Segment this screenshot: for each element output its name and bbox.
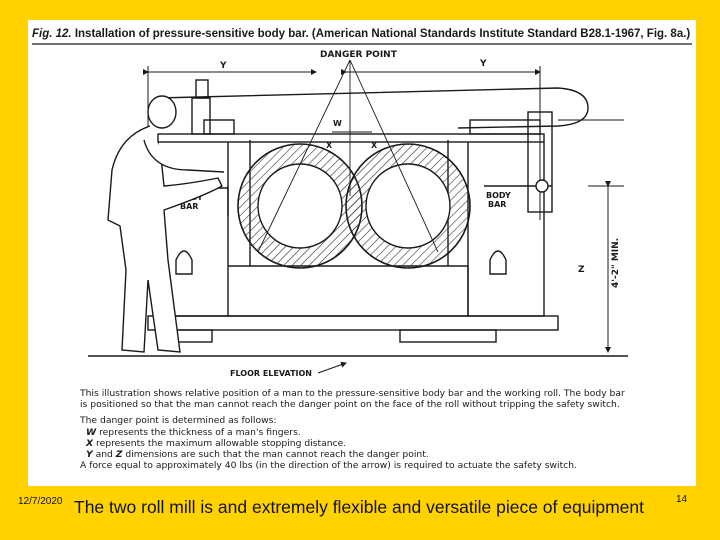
caption-force-line: A force equal to approximately 40 lbs (i… xyxy=(80,460,577,472)
w-label: W xyxy=(333,119,342,128)
working-rolls xyxy=(237,143,471,269)
w-text: represents the thickness of a man's fing… xyxy=(99,426,301,438)
slide-footer-text: The two roll mill is and extremely flexi… xyxy=(74,497,644,517)
caption-para1-line1: This illustration shows relative positio… xyxy=(80,388,625,399)
danger-point-lines xyxy=(257,59,439,253)
figure-caption: This illustration shows relative positio… xyxy=(80,388,680,471)
z-dimension xyxy=(558,119,624,353)
page-number: 14 xyxy=(676,494,688,505)
scanned-figure-page: Fig. 12. Installation of pressure-sensit… xyxy=(28,20,696,486)
caption-para1-line2: is positioned so that the man cannot rea… xyxy=(80,399,620,411)
caption-w-line: W represents the thickness of a man's fi… xyxy=(80,427,680,438)
figure-title: Fig. 12. Installation of pressure-sensit… xyxy=(32,28,692,40)
caption-x-line: X represents the maximum allowable stopp… xyxy=(80,438,680,449)
y-label-left: Y xyxy=(219,61,227,71)
footer-date: 12/7/2020 xyxy=(18,496,63,507)
y-label-right: Y xyxy=(479,59,487,69)
w-var: W xyxy=(86,426,97,438)
two-roll-mill-drawing: Y Y DANGER POINT xyxy=(32,43,692,378)
danger-point-label: DANGER POINT xyxy=(320,50,398,60)
z-label: Z xyxy=(578,265,585,275)
yz-text: dimensions are such that the man cannot … xyxy=(125,449,429,461)
operator-figure xyxy=(107,95,225,353)
y-var: Y xyxy=(86,449,93,461)
caption-yz-line: Y and Z dimensions are such that the man… xyxy=(80,449,680,460)
figure-title-text: Installation of pressure-sensitive body … xyxy=(74,28,691,40)
x-label-right: X xyxy=(371,141,378,150)
z-var: Z xyxy=(115,449,123,461)
min-height-label: 4'-2" MIN. xyxy=(611,238,621,288)
x-label-left: X xyxy=(326,141,333,150)
body-bar-right-line2: BAR xyxy=(488,200,506,209)
floor-elevation-label: FLOOR ELEVATION xyxy=(230,369,312,378)
x-var: X xyxy=(86,437,94,449)
body-bar-right-line1: BODY xyxy=(486,191,511,200)
body-bar-left-line2: BAR xyxy=(180,202,198,211)
x-text: represents the maximum allowable stoppin… xyxy=(96,437,347,449)
figure-number: Fig. 12. xyxy=(32,28,72,40)
caption-para2-intro: The danger point is determined as follow… xyxy=(80,415,277,427)
and-word: and xyxy=(95,449,113,461)
